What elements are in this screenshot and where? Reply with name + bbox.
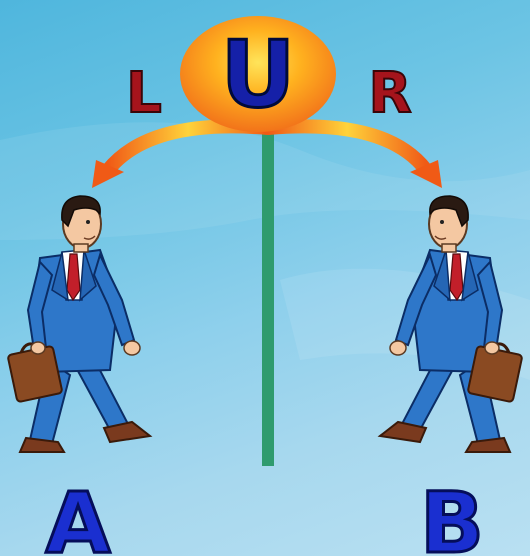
- right-label: R: [368, 61, 411, 126]
- person-b-label: B: [420, 474, 484, 556]
- center-label: U: [221, 21, 296, 128]
- left-label: L: [126, 61, 162, 126]
- person-a-label: A: [45, 474, 110, 556]
- center-pole: [262, 128, 274, 466]
